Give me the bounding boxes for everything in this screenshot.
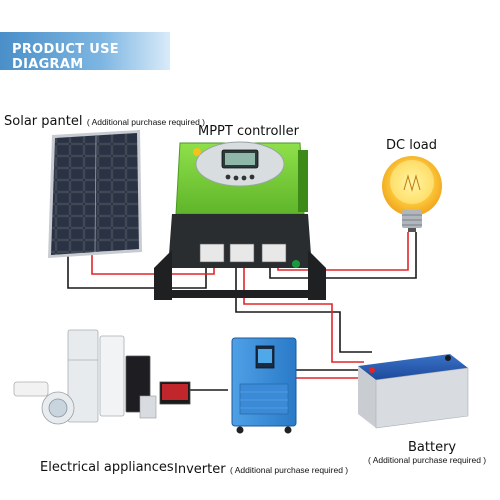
button-icon [249, 174, 255, 180]
solar-panel-label: Solar pantel ( Additional purchase requi… [4, 112, 205, 130]
dc-load-label: DC load [386, 138, 438, 153]
brand-logo-icon [193, 148, 201, 156]
wire-solar-black [67, 250, 207, 289]
inverter-label-text: Inverter [174, 462, 226, 477]
solar-terminal [199, 243, 225, 263]
load-terminal [261, 243, 287, 263]
electrical-appliances [13, 329, 191, 425]
refrigerator-icon [67, 329, 99, 423]
battery-terminal [229, 243, 255, 263]
inverter-label: Inverter ( Additional purchase required … [174, 460, 348, 478]
wheel-icon [236, 426, 244, 434]
button-icon [233, 175, 239, 181]
heater-icon [13, 381, 49, 397]
light-bulb-icon [382, 156, 442, 232]
air-conditioner-icon [99, 335, 125, 417]
battery-note: ( Additional purchase required ) [368, 455, 487, 465]
banner-title: PRODUCT USE DIAGRAM [12, 42, 119, 72]
solar-note-text: ( Additional purchase required ) [86, 117, 206, 127]
solar-label-text: Solar pantel [4, 114, 83, 129]
appliances-label: Electrical appliances [40, 460, 174, 475]
button-icon [241, 175, 247, 181]
button-icon [225, 174, 231, 180]
microwave-icon [139, 395, 157, 419]
wheel-icon [284, 426, 292, 434]
title-banner: PRODUCT USE DIAGRAM [0, 32, 170, 72]
indicator-icon [292, 260, 300, 268]
wire-inverter-battery [296, 369, 360, 379]
solar-panel [48, 130, 142, 258]
battery-positive-terminal [369, 367, 375, 373]
controller-label: MPPT controller [198, 124, 299, 139]
battery-negative-terminal [445, 355, 451, 361]
mppt-controller [154, 141, 326, 300]
inverter-note-text: ( Additional purchase required ) [230, 465, 349, 475]
wire-load-black [269, 232, 417, 279]
battery-label: Battery [408, 440, 457, 455]
inverter [231, 337, 297, 434]
battery [358, 354, 469, 429]
